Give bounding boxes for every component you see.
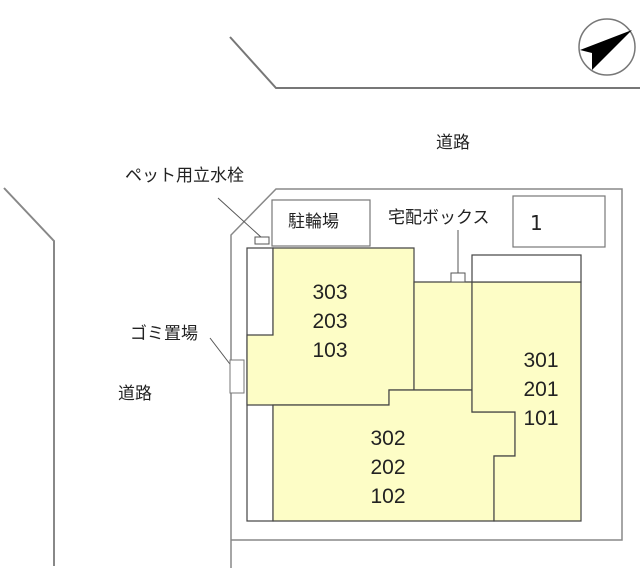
bicycle-parking-box <box>271 199 371 247</box>
room-302: 302 <box>370 427 406 450</box>
delivery-box-marker <box>450 272 466 283</box>
room-203: 203 <box>312 310 348 333</box>
left-road-edge <box>3 187 55 566</box>
room-202: 202 <box>370 456 406 479</box>
garbage-area-label: ゴミ置場 <box>130 324 198 344</box>
road-label-top: 道路 <box>436 133 470 153</box>
room-301: 301 <box>523 349 559 372</box>
room-101: 101 <box>523 407 559 430</box>
room-201: 201 <box>523 378 559 401</box>
delivery-box-label: 宅配ボックス <box>388 208 490 228</box>
parking-number: 1 <box>530 211 543 235</box>
top-road-edge <box>229 36 640 89</box>
road-label-left: 道路 <box>118 384 152 404</box>
room-303: 303 <box>312 281 348 304</box>
pet-faucet-marker <box>254 236 270 245</box>
unit-label-block-301: 301 201 101 <box>511 346 571 433</box>
parking-space-1 <box>512 195 606 248</box>
unit-block-301 <box>471 281 582 522</box>
bicycle-parking-label: 駐輪場 <box>288 212 339 232</box>
room-103: 103 <box>312 339 348 362</box>
north-arrow-icon <box>578 18 636 76</box>
corridor <box>413 281 473 391</box>
unit-label-block-302: 302 202 102 <box>358 424 418 511</box>
garbage-area-marker <box>229 359 245 394</box>
room-102: 102 <box>370 485 406 508</box>
pet-faucet-label: ペット用立水栓 <box>125 166 244 186</box>
unit-label-block-303: 303 203 103 <box>300 278 360 365</box>
site-boundary <box>230 188 623 568</box>
